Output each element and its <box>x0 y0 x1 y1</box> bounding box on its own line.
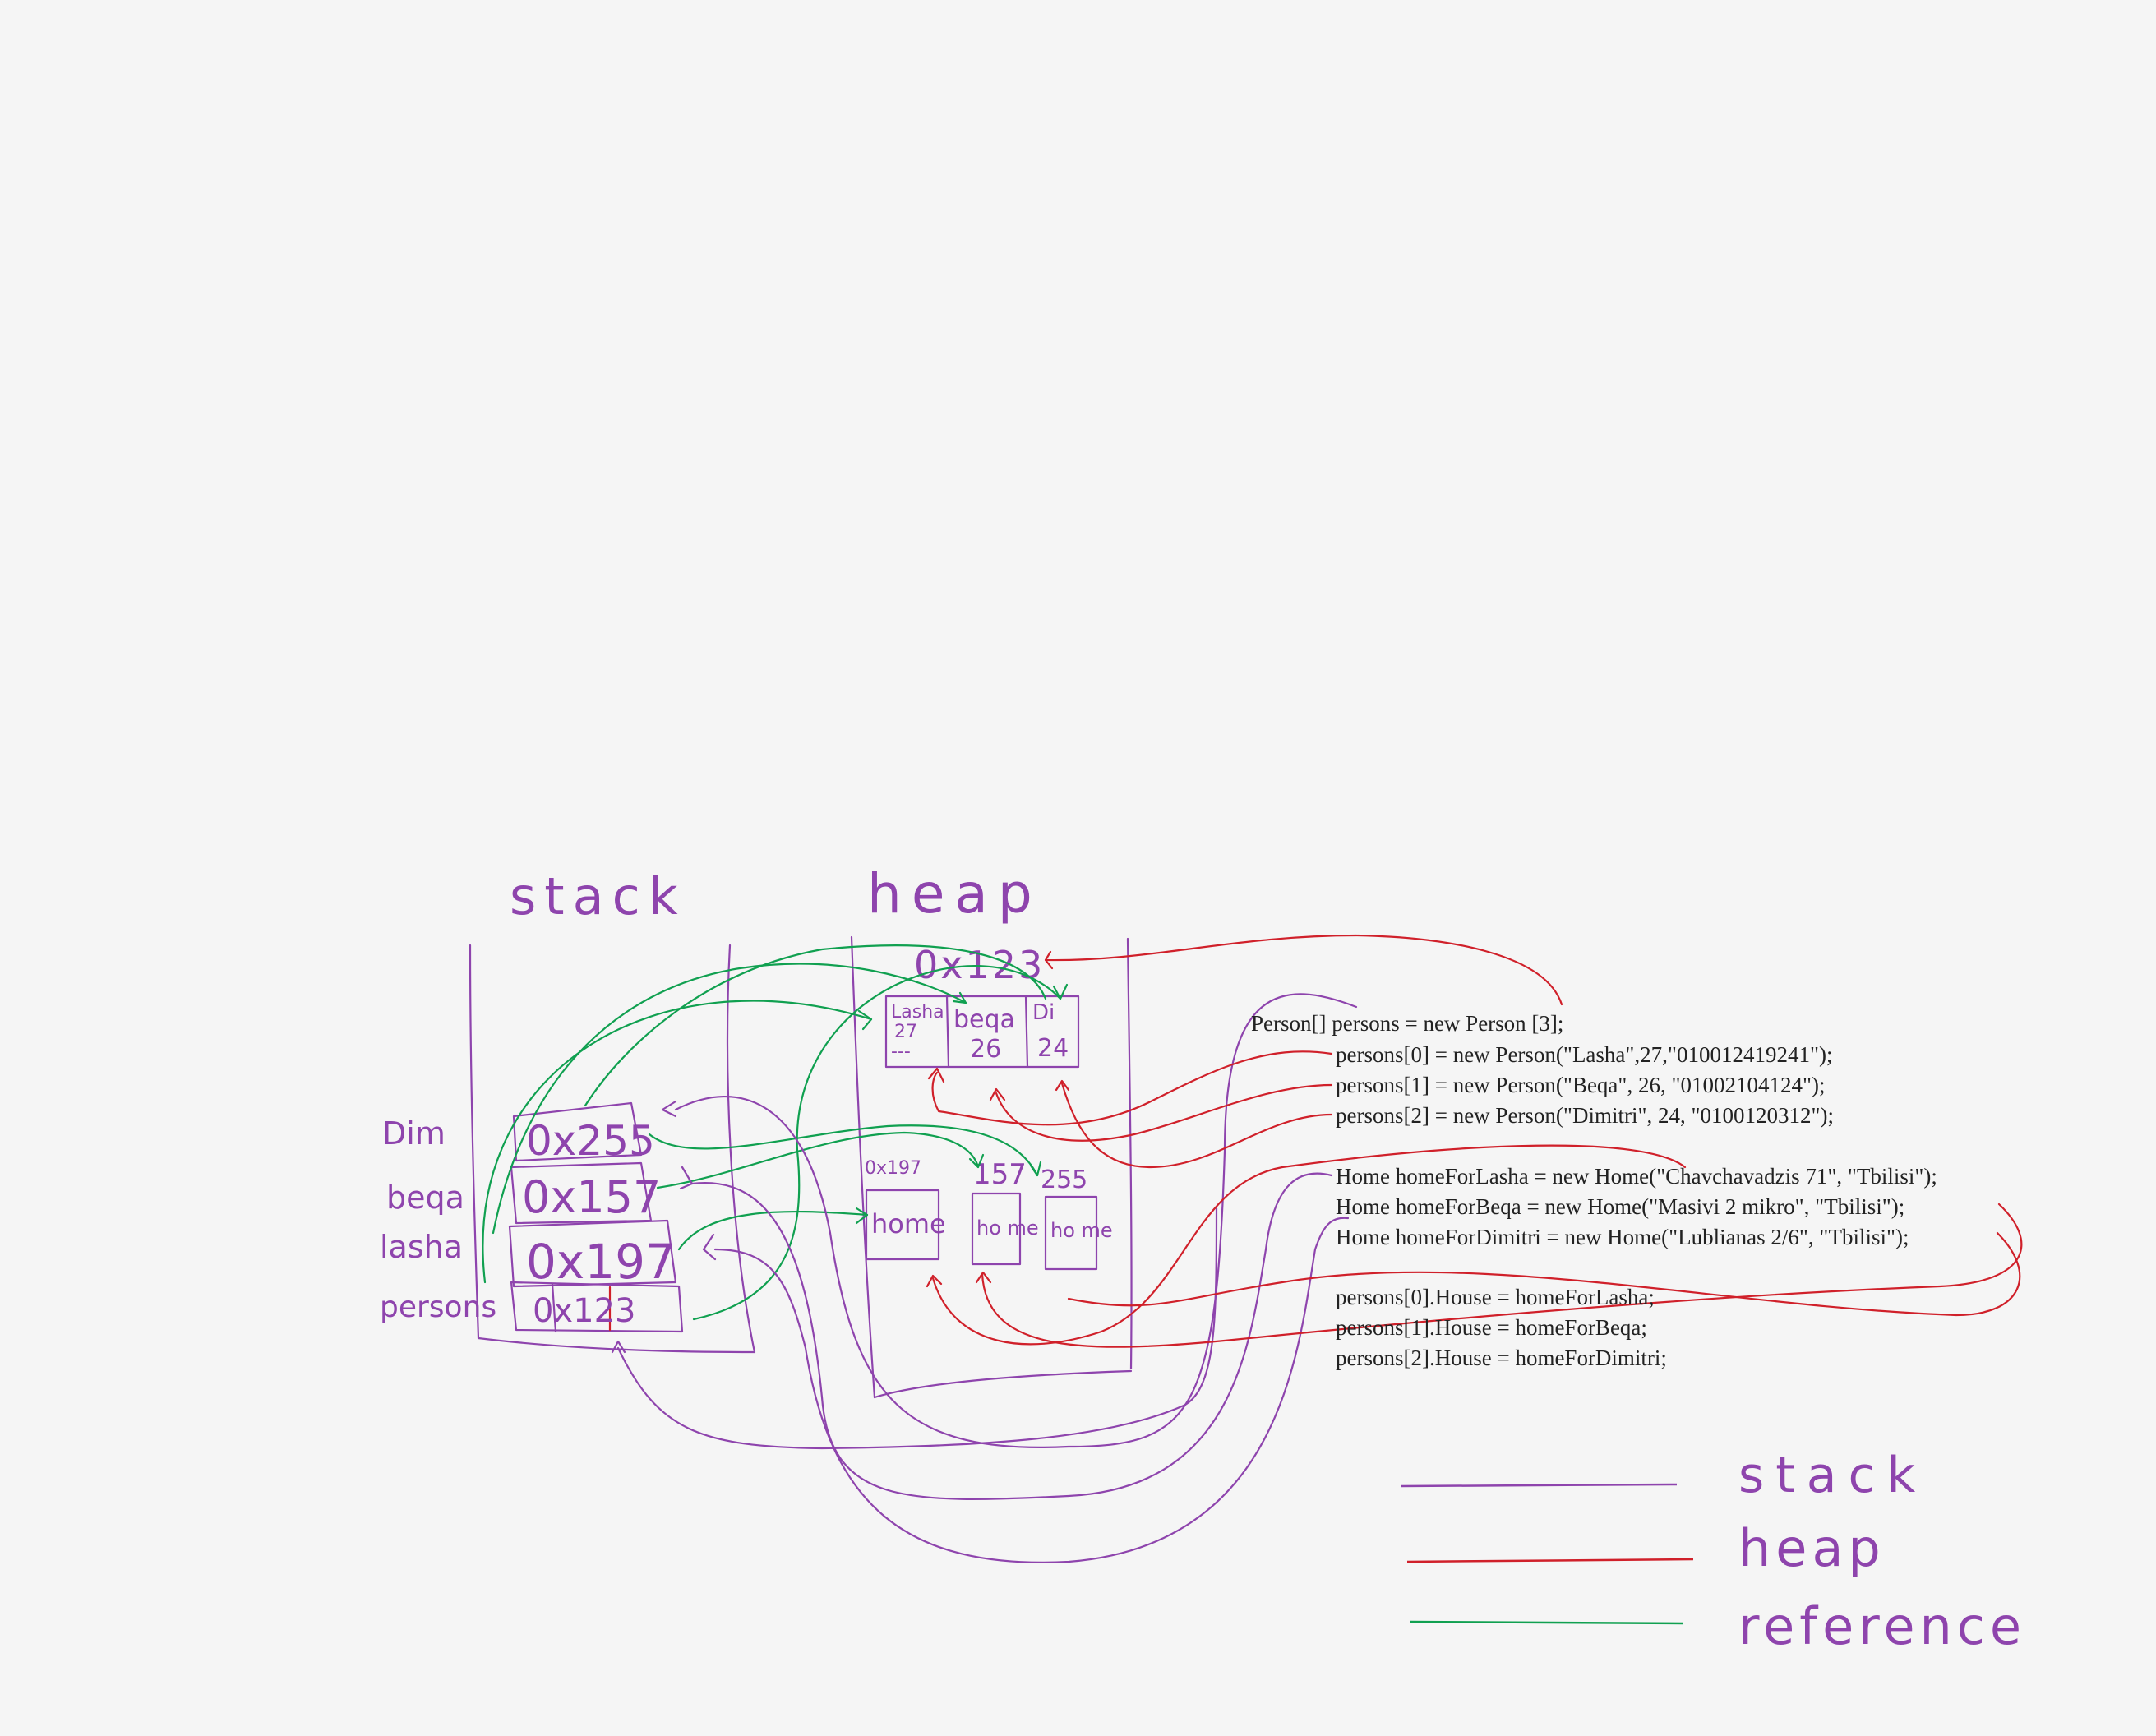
array-cell-2-age: 24 <box>1037 1034 1069 1063</box>
legend-label-reference: reference <box>1738 1596 2026 1656</box>
heap-title: heap <box>867 862 1042 926</box>
code-line-1: persons[0] = new Person("Lasha",27,"0100… <box>1336 1042 1832 1067</box>
home-2-label: ho me <box>1050 1219 1113 1242</box>
code-line-8: persons[1].House = homeForBeqa; <box>1336 1315 1647 1340</box>
stack-label-beqa: beqa <box>386 1180 464 1216</box>
heap-array <box>884 995 1080 1069</box>
stack-value-lasha: 0x197 <box>526 1234 676 1290</box>
stack-cell-dim <box>512 1101 643 1162</box>
legend: stack heap reference <box>1401 1447 2026 1656</box>
array-cell-0-name: Lasha <box>891 1002 944 1023</box>
home-0-address: 0x197 <box>865 1158 921 1179</box>
home-1-address: 157 <box>973 1158 1027 1191</box>
stack-value-dim: 0x255 <box>526 1117 655 1165</box>
code-line-4: Home homeForLasha = new Home("Chavchavad… <box>1336 1164 1937 1189</box>
code-line-7: persons[0].House = homeForLasha; <box>1336 1285 1655 1309</box>
stack-label-persons: persons <box>380 1290 496 1324</box>
home-0-box <box>865 1189 940 1261</box>
stack-arrows <box>611 993 1358 1563</box>
code-line-2: persons[1] = new Person("Beqa", 26, "010… <box>1336 1073 1825 1097</box>
stack-label-lasha: lasha <box>380 1229 463 1265</box>
legend-line-heap <box>1406 1558 1694 1563</box>
array-cell-1-name: beqa <box>953 1005 1015 1034</box>
array-cell-0-extra: --- <box>891 1041 911 1062</box>
home-1-box <box>971 1192 1022 1266</box>
home-2-address: 255 <box>1041 1166 1087 1194</box>
legend-label-stack: stack <box>1738 1447 1927 1504</box>
code-line-6: Home homeForDimitri = new Home("Lubliana… <box>1336 1225 1909 1249</box>
stack-cell-persons <box>510 1281 684 1333</box>
stack-cell-lasha <box>508 1219 677 1288</box>
array-cell-0-age: 27 <box>894 1022 917 1042</box>
stack-value-beqa: 0x157 <box>522 1171 661 1223</box>
heap-homes <box>865 1189 1098 1271</box>
heap-arrows <box>926 934 2023 1348</box>
heap-array-address: 0x123 <box>914 943 1045 987</box>
code-line-5: Home homeForBeqa = new Home("Masivi 2 mi… <box>1336 1194 1904 1219</box>
stack-value-persons: 0x123 <box>533 1292 635 1330</box>
stack-label-dim: Dim <box>382 1115 446 1152</box>
reference-arrows <box>482 944 1069 1321</box>
stack-title: stack <box>510 866 686 926</box>
home-2-box <box>1044 1195 1098 1271</box>
code-line-3: persons[2] = new Person("Dimitri", 24, "… <box>1336 1103 1834 1128</box>
legend-line-stack <box>1401 1483 1678 1488</box>
array-cell-2-name: Di <box>1032 1000 1055 1025</box>
heap-region <box>850 935 1133 1399</box>
home-0-label: home <box>871 1208 946 1240</box>
code-block: Person[] persons = new Person [3]; perso… <box>1251 1011 1937 1370</box>
code-line-0: Person[] persons = new Person [3]; <box>1251 1011 1563 1036</box>
array-cell-1-age: 26 <box>970 1035 1001 1064</box>
home-1-label: ho me <box>976 1217 1039 1240</box>
legend-label-heap: heap <box>1738 1518 1886 1578</box>
code-line-9: persons[2].House = homeForDimitri; <box>1336 1346 1667 1370</box>
stack-cells <box>508 1101 684 1333</box>
legend-line-reference <box>1409 1620 1684 1625</box>
